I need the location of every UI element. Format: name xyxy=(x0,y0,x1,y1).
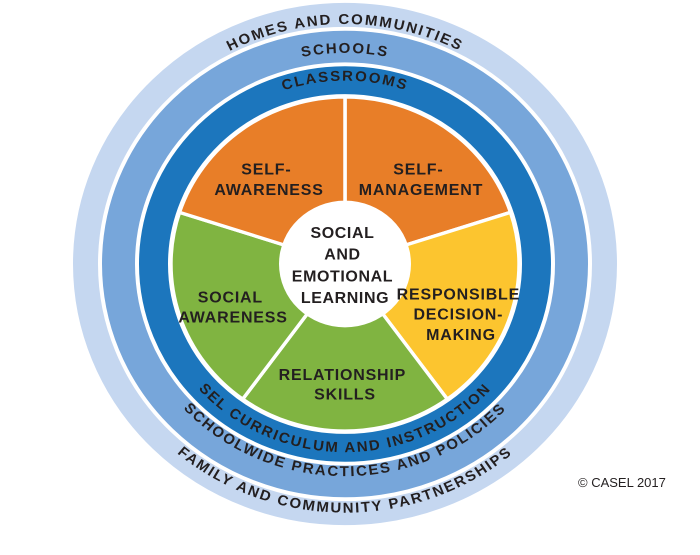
ring-classrooms xyxy=(139,66,551,462)
label-responsible-decision-making: RESPONSIBLE DECISION- MAKING xyxy=(397,287,526,344)
copyright-text: © CASEL 2017 xyxy=(578,475,666,490)
wedge-relationship-skills xyxy=(240,261,450,433)
label-social-and-emotional-learning: SOCIAL AND EMOTIONAL LEARNING xyxy=(292,225,398,306)
label-social-awareness: SOCIAL AWARENESS xyxy=(178,290,287,327)
ring-homes-communities xyxy=(73,2,617,526)
center-circle xyxy=(279,200,411,328)
label-relationship-skills: RELATIONSHIP SKILLS xyxy=(279,367,412,403)
label-self-awareness: SELF- AWARENESS xyxy=(214,162,323,199)
label-self-management: SELF- MANAGEMENT xyxy=(359,162,483,199)
ring-schools xyxy=(102,30,588,498)
